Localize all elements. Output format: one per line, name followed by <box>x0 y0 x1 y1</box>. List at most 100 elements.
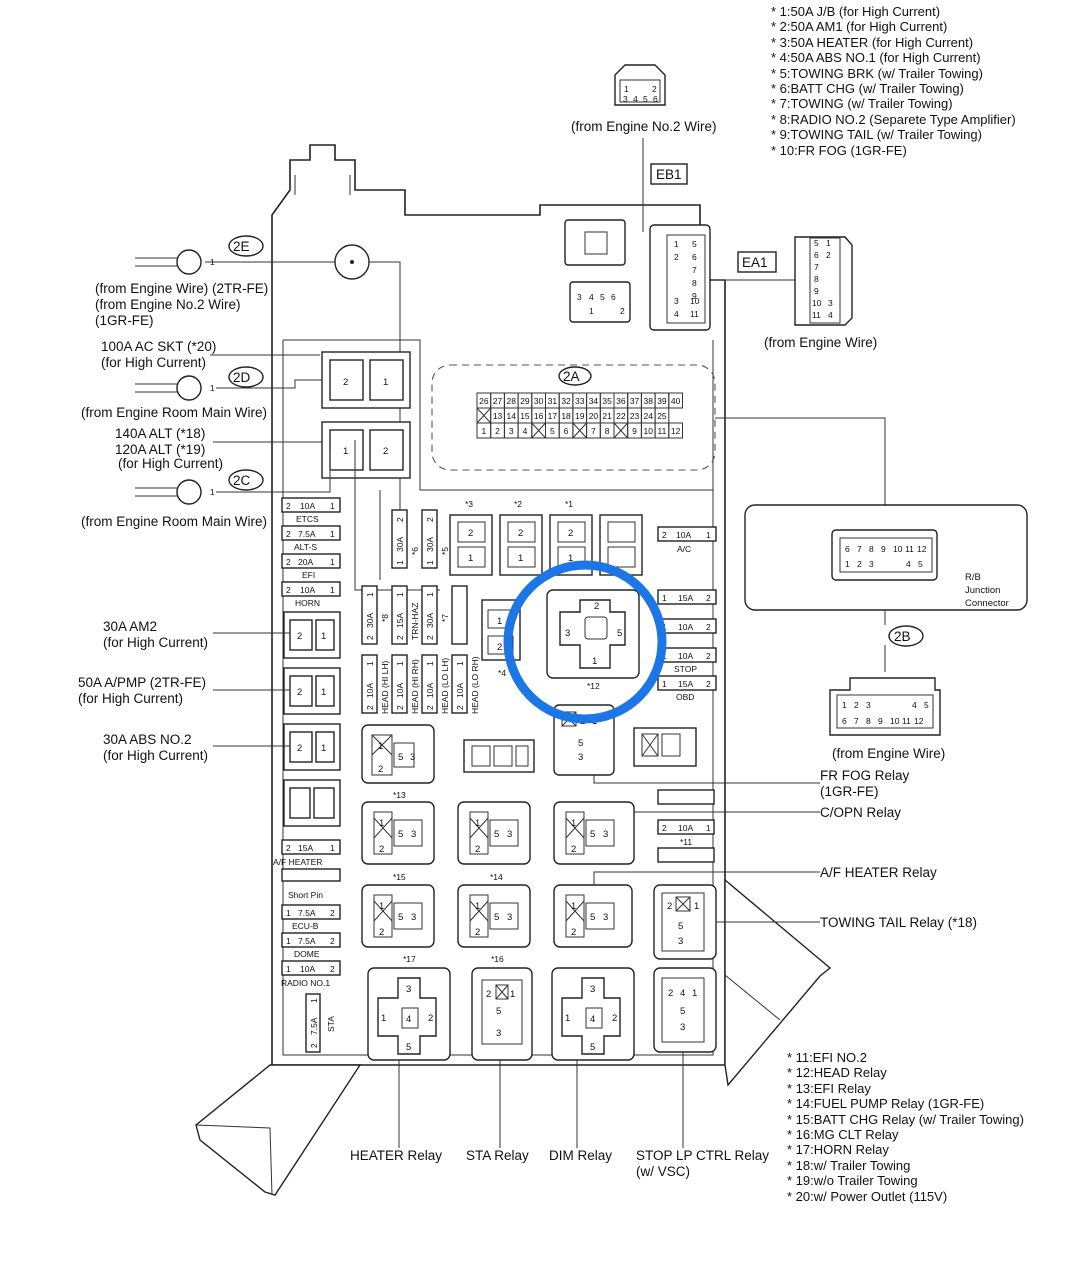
svg-text:2: 2 <box>383 446 388 457</box>
svg-text:5: 5 <box>590 829 595 840</box>
pin-label: 19 <box>575 411 585 421</box>
note-line: * 12:HEAD Relay <box>787 1065 887 1081</box>
note-line: * 5:TOWING BRK (w/ Trailer Towing) <box>771 65 983 81</box>
svg-text:3: 3 <box>578 752 583 763</box>
ref-3: *3 <box>465 499 473 509</box>
ac-skt-sub: (for High Current) <box>101 355 206 370</box>
svg-text:1: 1 <box>497 616 502 627</box>
svg-text:1: 1 <box>330 529 335 539</box>
ref-2: *2 <box>514 499 522 509</box>
svg-text:10A: 10A <box>425 683 435 698</box>
abs2-label: 30A ABS NO.2 <box>103 732 192 747</box>
ew-pin: 6 <box>842 716 847 726</box>
svg-text:2: 2 <box>395 705 405 710</box>
pin-label: 13 <box>493 411 503 421</box>
note-line: * 2:50A AM1 (for High Current) <box>771 19 948 35</box>
svg-text:5: 5 <box>406 1042 411 1053</box>
svg-text:2: 2 <box>286 501 291 511</box>
svg-text:2: 2 <box>620 306 625 316</box>
svg-text:2: 2 <box>706 651 711 661</box>
svg-text:2: 2 <box>297 743 302 754</box>
svg-text:10A: 10A <box>678 823 693 833</box>
fuse-head-lo-rh: HEAD (LO RH) <box>470 656 480 714</box>
pin-label: 34 <box>589 396 599 406</box>
rb-label-1: R/B <box>965 572 981 583</box>
ref-1: *1 <box>565 499 573 509</box>
rb-pin: 11 <box>905 544 914 554</box>
svg-text:3: 3 <box>496 1028 501 1039</box>
ref-16: *16 <box>491 954 504 964</box>
highlight-ring <box>503 560 667 724</box>
svg-text:2: 2 <box>612 1013 617 1024</box>
svg-text:10: 10 <box>812 298 822 308</box>
svg-text:6: 6 <box>611 292 616 302</box>
note-line: * 15:BATT CHG Relay (w/ Trailer Towing) <box>787 1111 1024 1127</box>
svg-text:15A: 15A <box>678 679 693 689</box>
ew-pin: 5 <box>924 700 929 710</box>
svg-text:2: 2 <box>309 1043 319 1048</box>
svg-text:1: 1 <box>826 238 831 248</box>
pin-label: 38 <box>644 396 654 406</box>
svg-text:1: 1 <box>468 553 473 564</box>
pin-label: 25 <box>657 411 667 421</box>
svg-text:9: 9 <box>692 291 697 301</box>
note-line: * 8:RADIO NO.2 (Separete Type Amplifier) <box>771 111 1016 127</box>
note-line: * 10:FR FOG (1GR-FE) <box>771 142 907 158</box>
svg-text:1: 1 <box>395 592 405 597</box>
ref-8: *8 <box>380 614 390 622</box>
pin-label: 5 <box>550 426 555 436</box>
svg-text:11: 11 <box>812 310 821 320</box>
ref-7: *7 <box>440 614 450 622</box>
ew-pin: 4 <box>912 700 917 710</box>
svg-text:3: 3 <box>411 912 416 923</box>
svg-text:2: 2 <box>706 679 711 689</box>
stop-lp-relay-sub: (w/ VSC) <box>636 1164 690 1179</box>
pin-label: 12 <box>671 426 681 436</box>
svg-text:2: 2 <box>594 601 599 612</box>
svg-text:10A: 10A <box>395 683 405 698</box>
ref-17: *17 <box>403 954 416 964</box>
svg-text:1: 1 <box>662 593 667 603</box>
ew-pin: 10 <box>890 716 900 726</box>
ew-pin: 2 <box>854 700 859 710</box>
svg-text:3: 3 <box>590 984 595 995</box>
svg-text:5: 5 <box>680 1006 685 1017</box>
svg-text:2: 2 <box>286 557 291 567</box>
svg-text:2: 2 <box>425 705 435 710</box>
svg-text:5: 5 <box>578 738 583 749</box>
svg-text:30A: 30A <box>425 537 435 552</box>
pin-cell <box>668 392 683 409</box>
ew-pin: 7 <box>854 716 859 726</box>
svg-text:1: 1 <box>381 1013 386 1024</box>
svg-text:3: 3 <box>674 296 679 306</box>
svg-text:2: 2 <box>330 908 335 918</box>
rb-pin: 5 <box>918 559 923 569</box>
svg-text:1: 1 <box>475 901 480 912</box>
svg-text:2: 2 <box>571 927 576 938</box>
pin-label: 37 <box>630 396 640 406</box>
svg-text:2: 2 <box>486 989 491 1000</box>
svg-text:5: 5 <box>398 912 403 923</box>
note-line: * 16:MG CLT Relay <box>787 1127 899 1143</box>
pin-label: 6 <box>564 426 569 436</box>
svg-text:2: 2 <box>286 843 291 853</box>
rb-pin: 10 <box>893 544 903 554</box>
svg-text:1: 1 <box>365 592 375 597</box>
svg-text:1: 1 <box>662 679 667 689</box>
svg-text:3: 3 <box>577 292 582 302</box>
svg-text:3: 3 <box>678 936 683 947</box>
svg-text:2: 2 <box>379 927 384 938</box>
svg-text:3: 3 <box>507 912 512 923</box>
rb-pin: 1 <box>845 559 850 569</box>
notes-top: * 1:50A J/B (for High Current)* 2:50A AM… <box>771 4 1016 158</box>
apmp-sub: (for High Current) <box>78 691 183 706</box>
svg-text:2: 2 <box>365 635 375 640</box>
svg-text:2: 2 <box>365 705 375 710</box>
ac-skt-label: 100A AC SKT (*20) <box>101 339 216 354</box>
